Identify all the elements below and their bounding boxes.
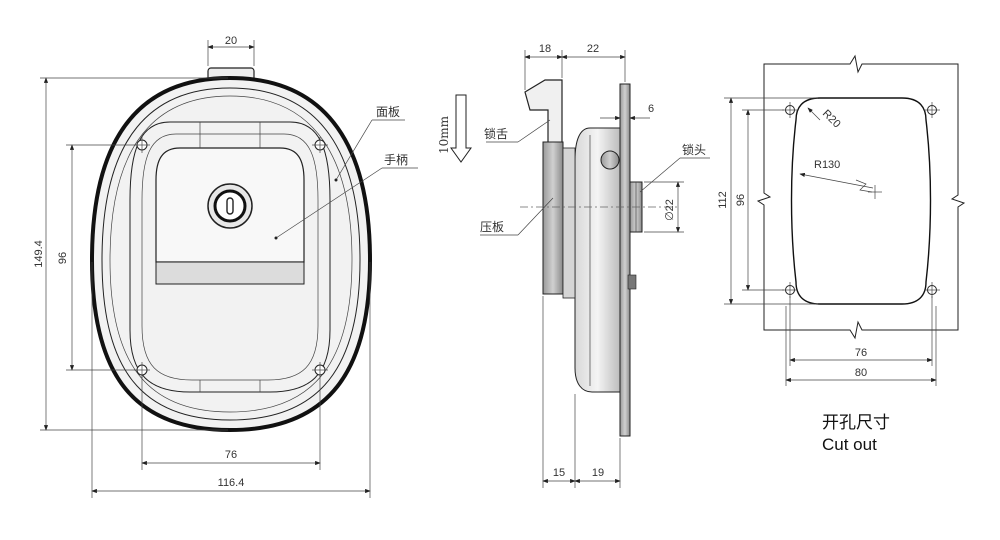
dim-bottom-left: 15 — [553, 467, 565, 479]
dim-total-width: 116.4 — [218, 477, 245, 489]
dim-bottom-right: 19 — [592, 467, 604, 479]
dim-diameter: ∅22 — [664, 199, 676, 221]
cutout-plate — [756, 54, 966, 340]
label-panel: 面板 — [376, 105, 400, 119]
keyhole-icon — [226, 197, 234, 215]
front-view: 20 149.4 96 76 116.4 面板 手柄 — [33, 35, 418, 498]
housing — [574, 127, 621, 393]
travel-arrow-icon — [450, 94, 472, 163]
cutout-view: R20 R130 112 96 76 80 — [717, 54, 966, 386]
pressure-plate — [542, 141, 564, 295]
label-handle: 手柄 — [384, 153, 408, 167]
label-pressure-plate: 压板 — [480, 220, 504, 234]
dim-height-holes: 96 — [735, 194, 747, 206]
label-lock-head: 锁头 — [682, 142, 706, 157]
dim-arc-radius: R130 — [814, 159, 840, 171]
cutout-caption: 开孔尺寸 Cut out — [822, 412, 890, 456]
caption-cn: 开孔尺寸 — [822, 413, 890, 432]
dim-hole-spacing-h: 76 — [225, 449, 237, 461]
side-view: 10mm 18 22 6 ∅22 — [437, 43, 710, 488]
dim-top-width: 20 — [225, 35, 237, 47]
panel-plate — [619, 83, 631, 437]
dim-top-right: 22 — [587, 43, 599, 55]
cutout-shape — [790, 97, 932, 305]
caption-en: Cut out — [822, 435, 877, 454]
handle-recess — [129, 121, 331, 393]
dim-thickness: 6 — [648, 103, 654, 115]
dim-width-outer: 80 — [855, 367, 867, 379]
mounting-holes — [134, 137, 328, 378]
cutout-holes — [782, 102, 940, 298]
dim-total-height: 149.4 — [33, 240, 45, 268]
dim-top-left: 18 — [539, 43, 551, 55]
knob — [600, 150, 620, 170]
dim-width-holes: 76 — [855, 347, 867, 359]
dim-hole-spacing-v: 96 — [57, 252, 69, 264]
label-travel: 10mm — [437, 115, 451, 154]
label-latch-tongue: 锁舌 — [484, 126, 508, 141]
dim-height-outer: 112 — [717, 191, 729, 209]
